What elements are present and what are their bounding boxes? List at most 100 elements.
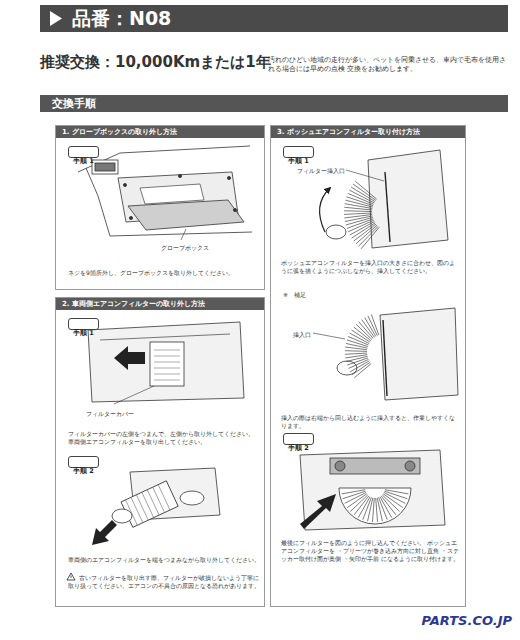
- section-bar: 交換手順: [40, 95, 508, 112]
- part-label: フィルター挿入口: [297, 167, 345, 175]
- filter-cover-illustration-part: [154, 350, 180, 380]
- filter-pleats: [345, 314, 379, 377]
- filter-pleat: [344, 210, 372, 212]
- filter-removal-illustration-part: [67, 573, 75, 580]
- panel-heading: 1. グローブボックスの取り外し方法: [56, 126, 264, 138]
- step-label: 手順 1: [73, 158, 94, 166]
- filter-pleat: [342, 490, 366, 494]
- step-panel: 手順 1 手順 2 3. ボッシュエアコンフィルター取り付け方法フィルター挿入口ボッ…: [270, 125, 466, 607]
- glovebox-illustration-part: [140, 184, 204, 204]
- filter-pleats: [342, 490, 409, 522]
- filter-cover-illustration-part: [100, 334, 230, 340]
- instruction-text: 最後にフィルターを図のように押し込んでください。 ボッシュエアコンフィルターを …: [281, 539, 459, 563]
- step-badge: 手順 2: [283, 433, 314, 445]
- filter-pleat: [346, 343, 367, 348]
- warning-text: 古いフィルターを取り出す際、フィルターが破損しないよう丁寧に取り扱ってください。…: [68, 574, 260, 590]
- glovebox-illustration-part: [227, 176, 230, 179]
- page-title: 品番：N08: [72, 5, 171, 32]
- step-panel: 手順 1 手順 2 2. 車両側エアコンフィルターの取り外し方法フィルターカバーフィ…: [55, 297, 265, 607]
- filter-removal-illustration-part: [92, 520, 117, 545]
- filter-pleats: [344, 181, 379, 249]
- filter-pleat: [345, 493, 366, 504]
- step-badge: 手順 2: [68, 456, 99, 468]
- panel-heading: 3. ボッシュエアコンフィルター取り付け方法: [271, 126, 465, 138]
- glovebox-illustration-part: [128, 200, 244, 230]
- filter-pleat: [371, 314, 379, 335]
- glovebox-illustration: [78, 146, 252, 240]
- instruction-text: ネジを9箇所外し、グローブボックスを取り外してください。: [68, 269, 260, 277]
- step-label: 手順 2: [288, 445, 309, 453]
- part-label: フィルターカバー: [86, 410, 134, 418]
- filter-pleat: [348, 193, 374, 204]
- filter-pleat: [350, 333, 369, 343]
- filter-pleat: [348, 220, 374, 232]
- section-heading: 交換手順: [52, 95, 96, 112]
- step-panel: 手順 1 1. グローブボックスの取り外し方法グローブボックスネジを9箇所外し、グ…: [55, 125, 265, 290]
- step-badge: 手順 1: [68, 318, 99, 330]
- filter-pleat: [344, 214, 372, 217]
- glovebox-illustration-part: [78, 146, 250, 172]
- filter-insert-detail-illustration-part: [313, 333, 345, 339]
- filter-pleat: [373, 498, 375, 522]
- filter-pleat: [344, 213, 372, 214]
- filter-insert-illustration-part: [368, 150, 448, 248]
- step-label: 手順 1: [73, 330, 94, 338]
- instruction-text: ボッシュエアコンフィルターを挿入口の大きさに合わせ、図のように弧を描くようにつぶ…: [281, 259, 459, 275]
- filter-insert-illustration-part: [346, 170, 384, 181]
- filter-insert-detail-illustration-part: [337, 361, 357, 375]
- filter-pleat: [352, 362, 370, 375]
- filter-cover-illustration-part: [114, 346, 145, 370]
- glovebox-illustration-part: [95, 163, 115, 171]
- filter-push-illustration-part: [330, 458, 420, 474]
- glovebox-illustration-part: [178, 174, 181, 177]
- filter-cover-illustration: [88, 322, 244, 404]
- glovebox-illustration-part: [233, 208, 236, 211]
- step-label: 手順 2: [73, 468, 94, 476]
- filter-push-illustration-part: [300, 494, 336, 529]
- filter-insert-detail-illustration-part: [380, 308, 458, 400]
- step-badge: 手順 1: [68, 146, 99, 158]
- filter-pleat: [355, 181, 376, 199]
- glovebox-illustration-part: [123, 183, 126, 186]
- watermark: PARTS.CO.JP: [421, 612, 512, 630]
- filter-pleat: [359, 322, 373, 339]
- filter-pleat: [356, 324, 372, 339]
- step-badge: 手順 1: [283, 146, 314, 158]
- note-heading: ※ 補足: [283, 291, 306, 299]
- filter-removal-illustration-part: [180, 491, 204, 505]
- filter-pleat: [345, 216, 372, 222]
- filter-pleat: [356, 225, 377, 244]
- filter-pleat: [354, 364, 371, 378]
- filter-pleat: [380, 497, 392, 518]
- glovebox-illustration-part: [92, 160, 118, 174]
- instruction-text: フィルターカバーの左側をつまんで、左側から取り外してください。 車両側エアコンフ…: [68, 430, 260, 446]
- instruction-text: 挿入の際は右端から回し込むように挿入すると、作業しやすくなります。: [281, 414, 459, 430]
- glovebox-illustration-part: [181, 229, 186, 240]
- filter-push-illustration-part: [339, 488, 411, 524]
- part-label: 挿入口: [293, 331, 311, 339]
- filter-pleat: [353, 184, 376, 200]
- title-banner: [40, 5, 508, 32]
- note-text: 汚れのひどい地域の走行が多い、ペットを同乗させる、車内で毛布を使用される場合には…: [268, 56, 510, 74]
- filter-push-illustration-part: [300, 450, 445, 530]
- filter-cover-illustration-part: [88, 322, 244, 402]
- filter-insert-illustration-part: [326, 225, 346, 239]
- filter-pleat: [358, 226, 378, 246]
- title-banner-part: [40, 5, 508, 32]
- glovebox-illustration-part: [129, 216, 132, 219]
- filter-pleat: [345, 350, 367, 352]
- filter-pleat: [377, 498, 382, 521]
- glovebox-illustration-part: [86, 168, 252, 236]
- filter-removal-illustration-part-part: [126, 485, 170, 526]
- filter-pleat: [350, 222, 375, 235]
- filter-insert-detail-illustration: [313, 308, 458, 400]
- part-label: グローブボックス: [161, 244, 209, 252]
- title-banner-part: [50, 11, 62, 26]
- filter-push-illustration: [300, 450, 445, 530]
- panel-heading: 2. 車両側エアコンフィルターの取り外し方法: [56, 298, 264, 310]
- filter-push-illustration-part: [405, 461, 415, 471]
- filter-pleat: [362, 320, 375, 338]
- recommendation-text: 推奨交換：10,000Kmまたは1年: [40, 52, 271, 72]
- filter-pleat: [376, 498, 378, 522]
